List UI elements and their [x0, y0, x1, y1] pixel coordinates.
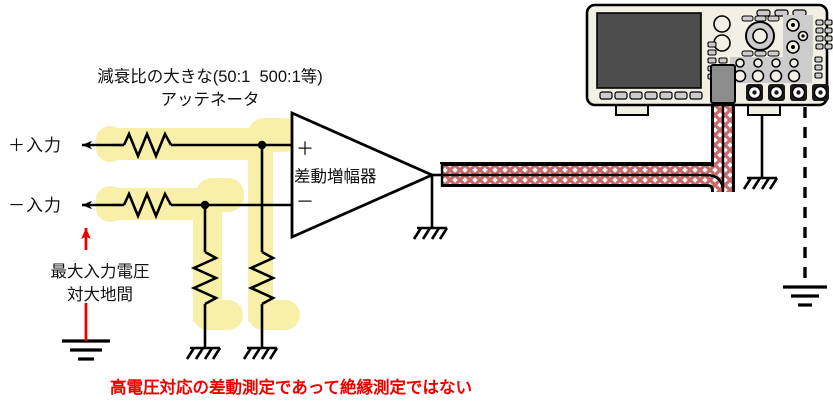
max-input-voltage-label-line2: 対大地間 — [67, 286, 133, 304]
amplifier-name-label: 差動増幅器 — [294, 168, 377, 186]
chassis-ground-shunt-plus — [242, 346, 279, 360]
minus-input-wiring — [82, 190, 292, 220]
warning-caption: 高電圧対応の差動測定であって絶縁測定ではない — [110, 379, 473, 397]
plus-input-label: ＋入力 — [8, 136, 62, 155]
junction-dot-minus — [200, 200, 210, 210]
plus-input-wiring — [82, 130, 292, 160]
scope-bezel-buttons — [599, 91, 703, 100]
scope-bnc-connectors — [746, 84, 829, 101]
differential-amplifier — [290, 110, 436, 240]
scope-keypad-right — [815, 19, 833, 50]
chassis-ground-shunt-minus — [185, 346, 222, 360]
amplifier-plus-sign: ＋ — [296, 139, 314, 159]
scope-top-buttons — [756, 9, 807, 17]
cable-connector-block — [710, 64, 736, 104]
oscilloscope — [585, 3, 833, 116]
junction-dot-plus — [257, 140, 267, 150]
attenuator-caption-line2: アッテネータ — [160, 91, 260, 109]
earth-ground-right — [783, 285, 827, 307]
minus-input-label: －入力 — [8, 196, 62, 215]
coax-cable — [440, 100, 735, 193]
chassis-ground-amplifier — [412, 226, 449, 240]
scope-screen — [596, 12, 702, 89]
chassis-ground-scope — [742, 115, 779, 190]
scope-main-knob — [741, 15, 780, 57]
earth-ground-left — [62, 339, 110, 361]
amplifier-minus-sign: － — [296, 192, 314, 212]
attenuator-caption-line1: 減衰比の大きな(50:1 500:1等) — [97, 68, 323, 86]
max-input-voltage-label-line1: 最大入力電圧 — [50, 263, 150, 281]
shunt-resistor-minus — [190, 205, 220, 348]
shunt-resistor-plus — [247, 145, 277, 348]
